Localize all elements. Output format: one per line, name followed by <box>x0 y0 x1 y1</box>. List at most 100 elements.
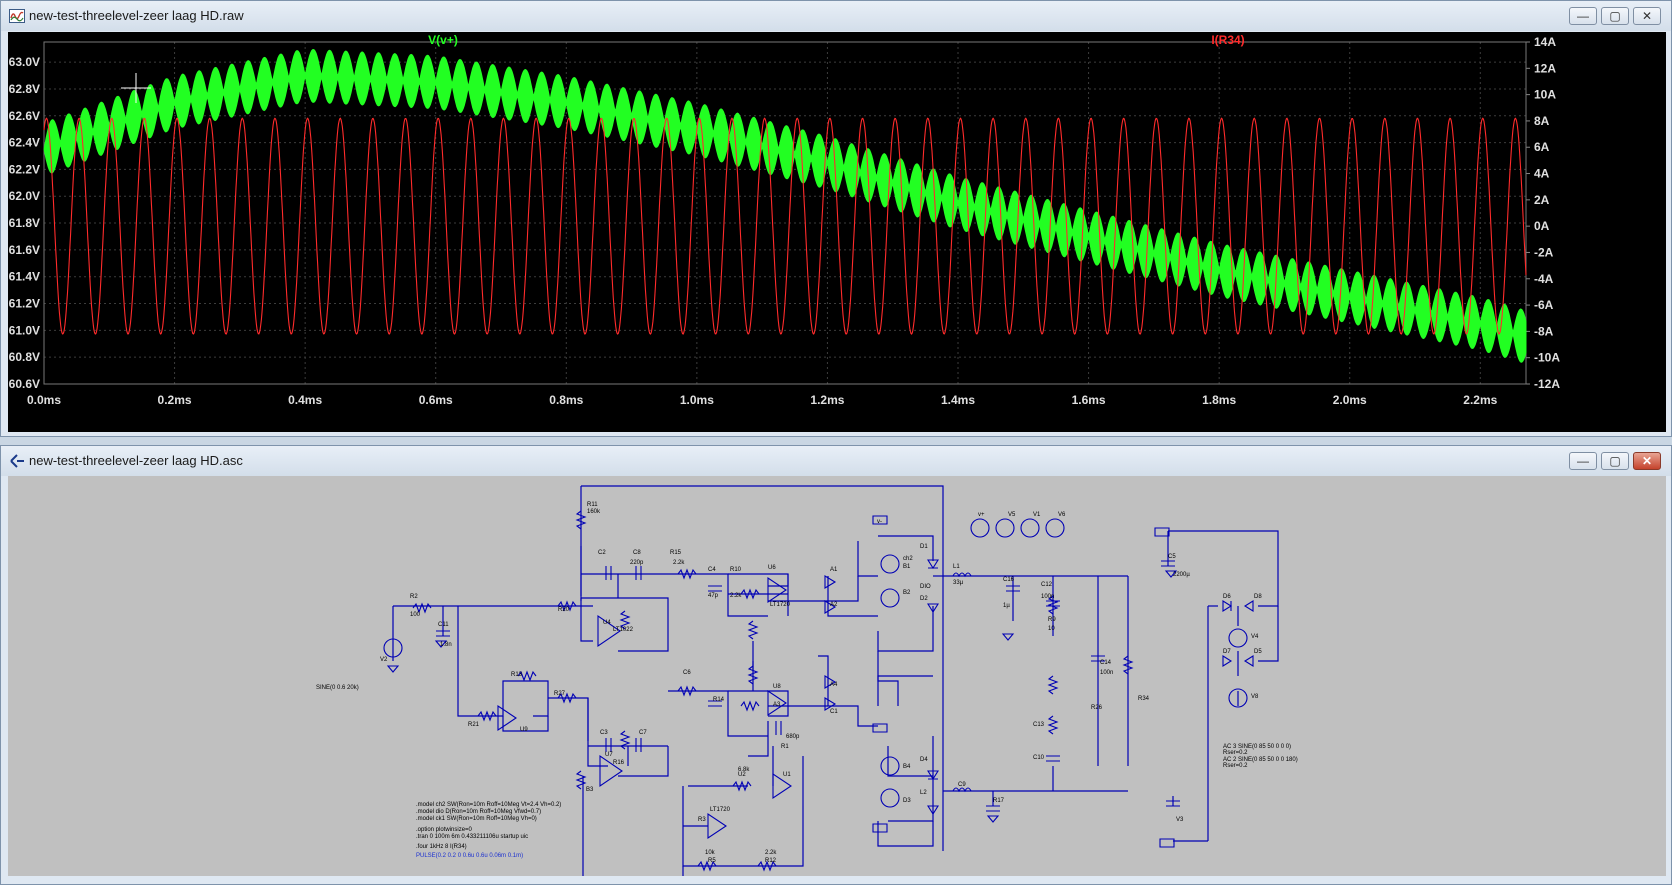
component-label[interactable]: V2 <box>380 657 388 663</box>
component-label[interactable]: V6 <box>1058 512 1066 518</box>
component-label[interactable]: D3 <box>903 798 911 804</box>
component-label[interactable]: D2 <box>920 596 928 602</box>
component-label[interactable]: D6 <box>1223 594 1231 600</box>
ac-line[interactable]: Rser=0.2 <box>1223 750 1248 756</box>
component-label[interactable]: v- <box>877 519 882 525</box>
waveform-titlebar[interactable]: new-test-threelevel-zeer laag HD.raw — ▢… <box>1 1 1671 31</box>
series-i-trace[interactable] <box>43 117 1527 335</box>
component-label[interactable]: C4 <box>708 567 716 573</box>
component-label[interactable]: R15 <box>670 550 682 556</box>
component-label[interactable]: R12 <box>765 858 777 864</box>
directive-line[interactable]: .tran 0 100m 6m 0.433211106u startup uic <box>416 834 528 840</box>
ac-line[interactable]: Rser=0.2 <box>1223 763 1248 769</box>
component-label[interactable]: C2 <box>598 550 606 556</box>
component-label[interactable]: C8 <box>633 550 641 556</box>
component-label[interactable]: 100n <box>1041 594 1054 600</box>
component-label[interactable]: A3 <box>773 702 781 708</box>
component-label[interactable]: C10 <box>1033 755 1045 761</box>
series-v-trace[interactable] <box>43 48 1527 363</box>
component-label[interactable]: LT1022 <box>613 627 634 633</box>
component-label[interactable]: D4 <box>920 757 928 763</box>
component-label[interactable]: LT1720 <box>710 807 731 813</box>
component-label[interactable]: U4 <box>603 620 611 626</box>
component-label[interactable]: U2 <box>738 772 746 778</box>
component-label[interactable]: C14 <box>1100 660 1112 666</box>
component-label[interactable]: B1 <box>903 564 911 570</box>
component-label[interactable]: A1 <box>830 567 838 573</box>
component-label[interactable]: U7 <box>605 752 613 758</box>
component-label[interactable]: D1 <box>920 544 928 550</box>
component-label[interactable]: V1 <box>1033 512 1041 518</box>
component-label[interactable]: B3 <box>586 787 594 793</box>
component-label[interactable]: DIO <box>920 584 931 590</box>
ac-line[interactable]: AC 2 SINE(0 85 50 0 0 180) <box>1223 757 1298 763</box>
spice-directives[interactable]: .model ch2 SW(Ron=10m Roff=10Meg Vt=2.4 … <box>416 802 561 859</box>
schematic-titlebar[interactable]: new-test-threelevel-zeer laag HD.asc — ▢… <box>1 446 1671 476</box>
directive-line[interactable]: .model ck1 SW(Ron=10m Roff=10Meg Vh=0) <box>416 816 537 822</box>
schematic-drawing[interactable]: R11160kC2C8220pR152.2kC4R1047p2.2kU6LT17… <box>8 476 1666 876</box>
component-label[interactable]: 10 <box>1048 626 1055 632</box>
component-label[interactable]: V5 <box>1008 512 1016 518</box>
component-label[interactable]: R14 <box>713 697 725 703</box>
component-label[interactable]: C11 <box>438 622 449 628</box>
component-label[interactable]: R9 <box>1048 617 1056 623</box>
component-label[interactable]: 10k <box>705 850 716 856</box>
component-label[interactable]: C9 <box>958 782 966 788</box>
component-label[interactable]: B4 <box>903 764 911 770</box>
component-label[interactable]: 100n <box>1100 670 1113 676</box>
component-label[interactable]: R11 <box>587 502 598 508</box>
component-label[interactable]: 100 <box>410 612 421 618</box>
component-label[interactable]: ch2 <box>903 556 913 562</box>
component-label[interactable]: 2.2k <box>673 560 685 566</box>
component-label[interactable]: R26 <box>1091 705 1103 711</box>
component-label[interactable]: LT1720 <box>770 602 791 608</box>
component-label[interactable]: R2 <box>410 594 418 600</box>
component-label[interactable]: C5 <box>1168 554 1176 560</box>
component-label[interactable]: A2 <box>830 602 838 608</box>
directive-line[interactable]: .option plotwinsize=0 <box>416 827 473 833</box>
component-label[interactable]: 1.8n <box>440 642 452 648</box>
component-label[interactable]: 220p <box>630 560 644 566</box>
component-label[interactable]: C3 <box>600 730 608 736</box>
component-label[interactable]: R10 <box>730 567 742 573</box>
component-label[interactable]: V3 <box>1176 817 1184 823</box>
component-label[interactable]: C16 <box>1003 577 1015 583</box>
ac-source-text[interactable]: AC 3 SINE(0 85 50 0 0 0) Rser=0.2 AC 2 S… <box>1223 744 1298 769</box>
directive-line[interactable]: .model dio D(Ron=10m Roff=10Meg Vfwd=0.7… <box>416 809 541 815</box>
component-label[interactable]: R1 <box>781 744 789 750</box>
ac-line[interactable]: AC 3 SINE(0 85 50 0 0 0) <box>1223 744 1291 750</box>
component-label[interactable]: R5 <box>708 858 716 864</box>
component-label[interactable]: D8 <box>1254 594 1262 600</box>
component-label[interactable]: C1 <box>830 709 838 715</box>
component-label[interactable]: R17 <box>993 798 1005 804</box>
component-label[interactable]: B2 <box>903 590 911 596</box>
sine-source-label[interactable]: SINE(0 0.6 20k) <box>316 685 359 691</box>
component-label[interactable]: 1µ <box>1003 603 1010 609</box>
component-label[interactable]: 2.2k <box>765 850 777 856</box>
component-label[interactable]: R3 <box>698 817 706 823</box>
component-label[interactable]: V4 <box>1251 634 1259 640</box>
component-label[interactable]: U8 <box>773 684 781 690</box>
legend-series-i[interactable]: I(R34) <box>1211 33 1244 47</box>
directive-line[interactable]: .four 1kHz 8 I(R34) <box>416 844 467 850</box>
component-label[interactable]: C12 <box>1041 582 1053 588</box>
component-label[interactable]: 33µ <box>953 580 964 586</box>
component-label[interactable]: 2.2k <box>730 593 742 599</box>
pulse-directive[interactable]: PULSE(0.2 0.2 0 0.6u 0.6u 0.06m 0.1m) <box>416 853 523 859</box>
component-label[interactable]: R16 <box>613 760 625 766</box>
component-label[interactable]: C7 <box>639 730 647 736</box>
component-label[interactable]: 6.8k <box>738 767 750 773</box>
component-label[interactable]: C13 <box>1033 722 1045 728</box>
component-label[interactable]: U6 <box>768 565 776 571</box>
component-label[interactable]: D5 <box>1254 649 1262 655</box>
component-label[interactable]: A4 <box>830 682 838 688</box>
waveform-close-button[interactable]: ✕ <box>1633 7 1661 25</box>
component-label[interactable]: L2 <box>920 790 927 796</box>
component-label[interactable]: R13 <box>511 672 523 678</box>
component-label[interactable]: L1 <box>953 564 960 570</box>
component-label[interactable]: D7 <box>1223 649 1231 655</box>
waveform-minimize-button[interactable]: — <box>1569 7 1597 25</box>
